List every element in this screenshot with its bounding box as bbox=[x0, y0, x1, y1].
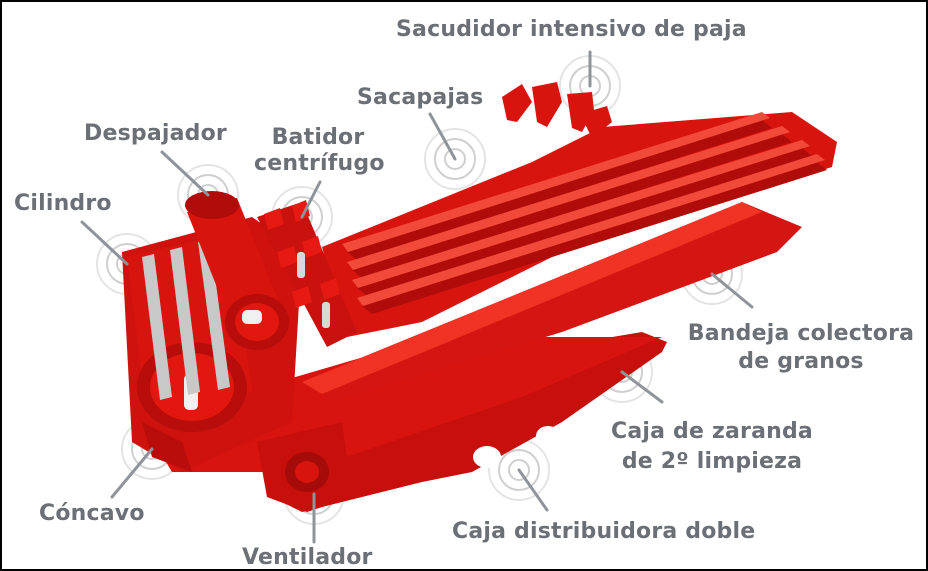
leader-batidor bbox=[300, 180, 322, 219]
label-zaranda-line2: de 2º limpieza bbox=[621, 449, 803, 474]
label-ventilador: Ventilador bbox=[242, 545, 373, 570]
label-batidor-line1: Batidor bbox=[271, 125, 365, 150]
label-sacudidor: Sacudidor intensivo de paja bbox=[396, 17, 747, 42]
fan-housing bbox=[257, 422, 352, 512]
label-distribuidora: Caja distribuidora doble bbox=[452, 519, 756, 544]
leader-bandeja bbox=[710, 272, 754, 309]
chassis-floor bbox=[142, 337, 662, 472]
distributor-holes bbox=[473, 426, 560, 468]
label-despajador: Despajador bbox=[84, 121, 227, 146]
leader-cilindro bbox=[80, 220, 129, 266]
machine-body bbox=[122, 82, 837, 512]
label-zaranda-line1: Caja de zaranda bbox=[611, 419, 813, 444]
label-bandeja-line1: Bandeja colectora bbox=[687, 321, 915, 346]
leader-lines bbox=[80, 50, 754, 544]
leader-sacapajas bbox=[428, 112, 457, 161]
grain-pan bbox=[302, 202, 802, 402]
ring-sacapajas bbox=[424, 128, 486, 190]
leader-zaranda bbox=[620, 370, 664, 404]
walker-ribs bbox=[347, 120, 827, 314]
leader-distribuidora bbox=[517, 468, 549, 512]
concave-tip bbox=[142, 422, 192, 472]
grain-pan-top bbox=[302, 202, 762, 394]
shaker-fingers bbox=[502, 82, 612, 138]
beater-drum bbox=[185, 191, 289, 350]
label-cilindro: Cilindro bbox=[14, 191, 112, 216]
label-sacapajas: Sacapajas bbox=[357, 85, 484, 110]
leader-despajador bbox=[160, 150, 210, 197]
label-bandeja-line2: de granos bbox=[738, 349, 864, 374]
label-concavo: Cóncavo bbox=[39, 501, 145, 526]
leader-concavo bbox=[110, 447, 154, 499]
walker-highlights bbox=[342, 112, 825, 306]
centrifugal-beater bbox=[257, 200, 357, 347]
label-batidor-line2: centrífugo bbox=[254, 151, 385, 176]
